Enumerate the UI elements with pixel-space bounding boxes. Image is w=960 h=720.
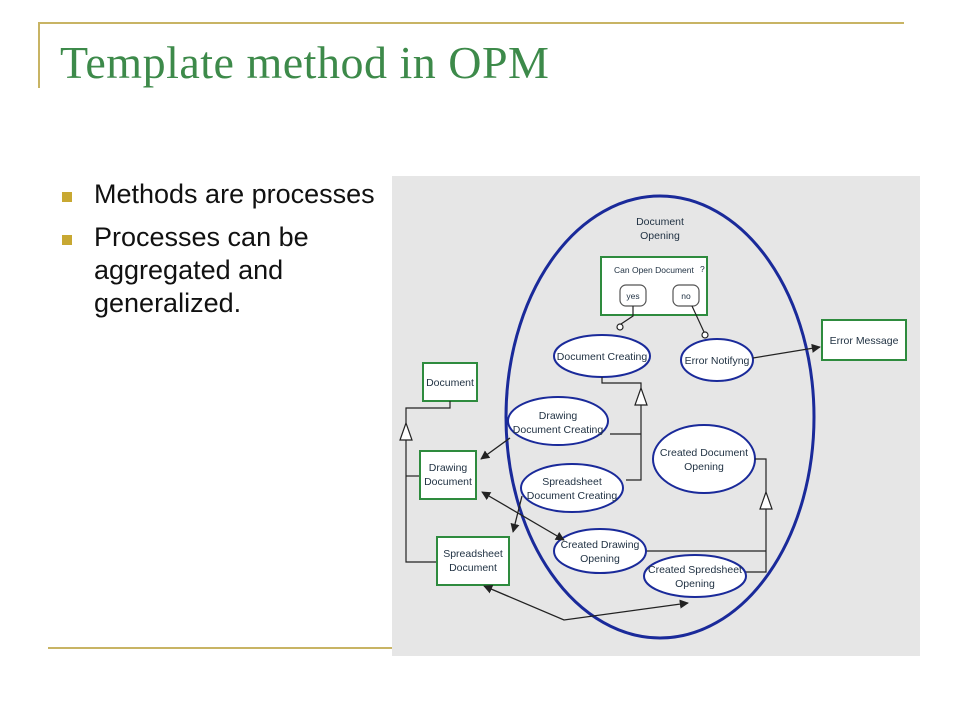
error-notifying-process [680, 338, 754, 382]
bullet-square-icon [62, 235, 72, 245]
opm-diagram: Document Opening Can Open Document ? yes… [392, 176, 920, 656]
drawing-document-label-2: Document [424, 476, 472, 488]
document-opening-label-1: Document [636, 216, 684, 228]
spreadsheet-document-label-1: Spreadsheet [443, 548, 503, 560]
opm-diagram-svg: Document Opening Can Open Document ? yes… [399, 194, 907, 640]
created-spredsheet-opening-process [643, 554, 747, 598]
error-message-label: Error Message [830, 335, 899, 347]
state-no [672, 284, 700, 307]
bullet-square-icon [62, 192, 72, 202]
spreadsheet-document-creating-label-1: Spreadsheet [542, 476, 602, 488]
bullet-list: Methods are processes Processes can be a… [60, 178, 380, 330]
document-opening-process [504, 194, 816, 640]
state-yes-label: yes [626, 291, 639, 301]
document-label: Document [426, 377, 474, 389]
drawing-document-label-1: Drawing [429, 462, 468, 474]
spreadsheet-document-label-2: Document [449, 562, 497, 574]
created-document-opening-process [652, 424, 756, 494]
drawing-document-creating-label-1: Drawing [539, 410, 578, 422]
bullet-item: Methods are processes [60, 178, 380, 211]
created-drawing-opening-label-2: Opening [580, 553, 620, 565]
drawing-document-object [419, 450, 477, 500]
spreadsheet-document-creating-label-2: Document Creating [527, 490, 618, 502]
created-document-opening-label-2: Opening [684, 461, 724, 473]
bottom-rule [48, 647, 392, 649]
top-rule [38, 22, 904, 24]
created-spredsheet-opening-label-2: Opening [675, 578, 715, 590]
bullet-text: Methods are processes [94, 179, 375, 209]
document-creating-label: Document Creating [557, 351, 648, 363]
created-spredsheet-opening-label-1: Created Spredsheet [648, 564, 742, 576]
bullet-item: Processes can be aggregated and generali… [60, 221, 380, 320]
error-message-object [821, 319, 907, 361]
created-drawing-opening-label-1: Created Drawing [561, 539, 640, 551]
bullet-text: Processes can be aggregated and generali… [94, 222, 309, 318]
can-open-document-label: Can Open Document [614, 265, 694, 275]
state-no-label: no [681, 291, 691, 301]
slide-title: Template method in OPM [60, 37, 550, 88]
spreadsheet-document-creating-process [520, 463, 624, 513]
created-drawing-opening-process [553, 528, 647, 574]
spreadsheet-document-object [436, 536, 510, 586]
can-open-question-mark: ? [700, 264, 705, 274]
document-opening-label-2: Opening [640, 230, 680, 242]
left-rule [38, 22, 40, 88]
drawing-document-creating-process [507, 396, 609, 446]
created-document-opening-label-1: Created Document [660, 447, 748, 459]
drawing-document-creating-label-2: Document Creating [513, 424, 604, 436]
error-notifying-label: Error Notifyng [685, 355, 750, 367]
